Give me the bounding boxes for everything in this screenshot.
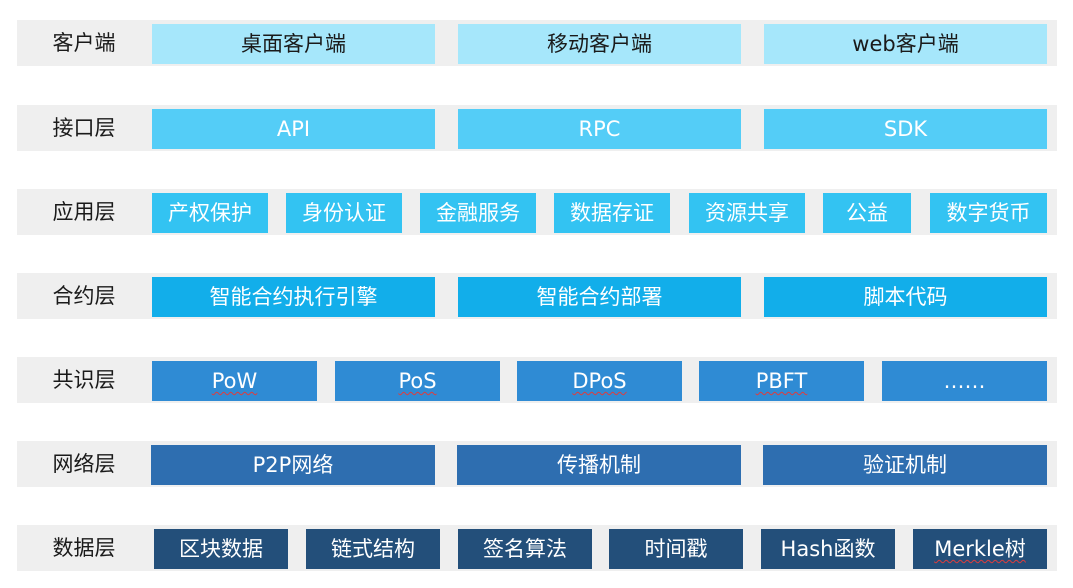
- cell-chain-structure: 链式结构: [306, 529, 440, 569]
- layer-label-interface: 接口层: [52, 116, 116, 140]
- cell-merkle-tree: Merkle树: [913, 529, 1047, 569]
- layer-label-consensus: 共识层: [52, 368, 116, 392]
- layer-data: 数据层 区块数据 链式结构 签名算法 时间戳 Hash函数 Merkle树: [17, 525, 1057, 571]
- cell-dpos: DPoS: [517, 361, 682, 401]
- cell-block-data: 区块数据: [154, 529, 288, 569]
- cell-pow: PoW: [152, 361, 317, 401]
- layer-cells-consensus: PoW PoS DPoS PBFT ……: [151, 357, 1047, 403]
- cell-api: API: [152, 109, 435, 149]
- cell-data-notarization: 数据存证: [554, 193, 670, 233]
- cell-property-protection: 产权保护: [152, 193, 268, 233]
- layer-client: 客户端 桌面客户端 移动客户端 web客户端: [17, 20, 1057, 66]
- layer-interface: 接口层 API RPC SDK: [17, 105, 1057, 151]
- cell-sdk: SDK: [764, 109, 1047, 149]
- cell-signature-algorithm: 签名算法: [458, 529, 592, 569]
- layer-contract: 合约层 智能合约执行引擎 智能合约部署 脚本代码: [17, 273, 1057, 319]
- cell-contract-deploy: 智能合约部署: [458, 277, 741, 317]
- layer-cells-contract: 智能合约执行引擎 智能合约部署 脚本代码: [151, 273, 1047, 319]
- layer-consensus: 共识层 PoW PoS DPoS PBFT ……: [17, 357, 1057, 403]
- layer-cells-network: P2P网络 传播机制 验证机制: [151, 441, 1047, 487]
- cell-resource-sharing: 资源共享: [689, 193, 805, 233]
- cell-pbft-text: PBFT: [755, 369, 808, 393]
- layer-label-data: 数据层: [52, 536, 116, 560]
- layer-label-contract: 合约层: [52, 284, 116, 308]
- layer-cells-interface: API RPC SDK: [151, 105, 1047, 151]
- cell-pow-text: PoW: [211, 369, 258, 393]
- cell-contract-engine: 智能合约执行引擎: [152, 277, 435, 317]
- cell-propagation: 传播机制: [457, 445, 741, 485]
- cell-p2p-network: P2P网络: [151, 445, 435, 485]
- cell-pos-text: PoS: [398, 369, 437, 393]
- layer-cells-data: 区块数据 链式结构 签名算法 时间戳 Hash函数 Merkle树: [151, 525, 1047, 571]
- cell-identity-auth: 身份认证: [286, 193, 402, 233]
- layer-label-network: 网络层: [52, 452, 116, 476]
- cell-desktop-client: 桌面客户端: [152, 24, 435, 64]
- cell-verification: 验证机制: [763, 445, 1047, 485]
- cell-timestamp: 时间戳: [609, 529, 743, 569]
- layer-cells-client: 桌面客户端 移动客户端 web客户端: [151, 20, 1047, 66]
- layer-label-client: 客户端: [52, 31, 116, 55]
- layer-network: 网络层 P2P网络 传播机制 验证机制: [17, 441, 1057, 487]
- cell-rpc: RPC: [458, 109, 741, 149]
- cell-public-welfare: 公益: [823, 193, 911, 233]
- cell-pbft: PBFT: [699, 361, 864, 401]
- cell-mobile-client: 移动客户端: [458, 24, 741, 64]
- cell-dpos-text: DPoS: [572, 369, 627, 393]
- cell-pos: PoS: [335, 361, 500, 401]
- layer-label-application: 应用层: [52, 200, 116, 224]
- cell-web-client: web客户端: [764, 24, 1047, 64]
- cell-hash-function: Hash函数: [761, 529, 895, 569]
- cell-script-code: 脚本代码: [764, 277, 1047, 317]
- cell-digital-currency: 数字货币: [930, 193, 1047, 233]
- layer-application: 应用层 产权保护 身份认证 金融服务 数据存证 资源共享 公益 数字货币: [17, 189, 1057, 235]
- cell-ellipsis: ……: [882, 361, 1047, 401]
- cell-financial-services: 金融服务: [420, 193, 536, 233]
- cell-merkle-tree-text: Merkle树: [934, 537, 1026, 561]
- layer-cells-application: 产权保护 身份认证 金融服务 数据存证 资源共享 公益 数字货币: [151, 189, 1047, 235]
